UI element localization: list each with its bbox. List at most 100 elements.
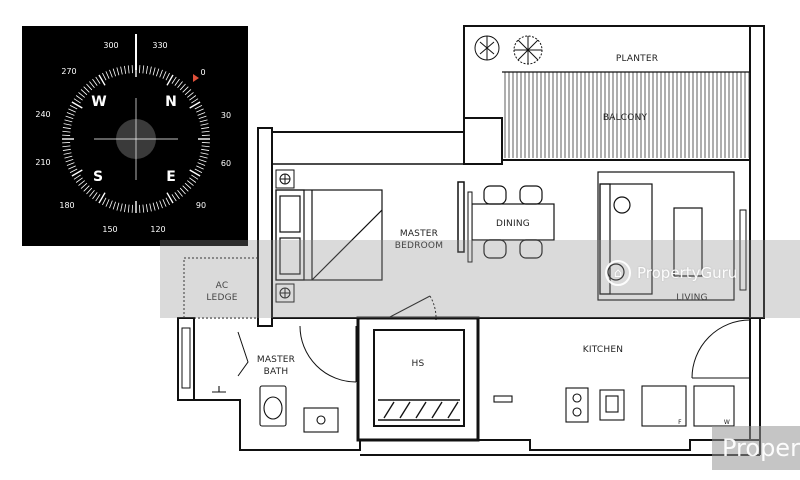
compass-tick bbox=[177, 81, 183, 88]
deg-180: 180 bbox=[59, 201, 74, 210]
compass-tick bbox=[189, 177, 197, 183]
label-dining: DINING bbox=[496, 219, 530, 229]
deg-240: 240 bbox=[35, 110, 50, 119]
compass-tick bbox=[198, 115, 207, 119]
compass-tick bbox=[80, 182, 88, 189]
propertyguru-logo-icon: ⌂ bbox=[605, 260, 631, 286]
compass-tick bbox=[89, 81, 95, 88]
compass-tick bbox=[149, 66, 152, 75]
compass-tick bbox=[196, 165, 204, 170]
compass-tick bbox=[80, 89, 88, 96]
deg-300: 300 bbox=[103, 41, 118, 50]
compass-tick bbox=[109, 200, 113, 209]
compass-degree-labels: 300 330 0 30 60 90 120 150 180 210 240 2… bbox=[35, 41, 231, 234]
label-kitchen: KITCHEN bbox=[583, 345, 623, 355]
compass-tick bbox=[62, 127, 71, 130]
compass-tick bbox=[166, 192, 174, 204]
compass-tick bbox=[89, 190, 95, 197]
label-balcony: BALCONY bbox=[603, 113, 648, 123]
compass-tick bbox=[98, 74, 106, 86]
compass-tick bbox=[112, 68, 116, 77]
watermark-band bbox=[160, 240, 800, 318]
room-labels: PLANTER BALCONY DINING MASTER BEDROOM LI… bbox=[206, 54, 730, 426]
compass-tick bbox=[62, 130, 71, 133]
compass-tick bbox=[142, 65, 145, 74]
compass-tick bbox=[184, 89, 192, 96]
label-master-bath-line2: BATH bbox=[264, 367, 289, 377]
compass-tick bbox=[145, 65, 148, 74]
compass-tick bbox=[124, 204, 127, 213]
compass-tick bbox=[105, 71, 110, 79]
compass-tick bbox=[198, 159, 207, 163]
compass-ticks bbox=[62, 65, 210, 213]
compass-tick bbox=[194, 105, 203, 110]
compass-tick bbox=[64, 119, 73, 123]
watermark: ⌂ PropertyGuru bbox=[605, 260, 737, 286]
compass-tick bbox=[71, 169, 83, 177]
label-fridge-mark: F bbox=[678, 419, 682, 426]
compass-tick bbox=[75, 95, 83, 101]
label-ac-ledge-line2: LEDGE bbox=[206, 293, 237, 303]
deg-120: 120 bbox=[150, 225, 165, 234]
compass-tick bbox=[86, 187, 93, 195]
compass-tick bbox=[189, 101, 201, 109]
label-master-bedroom-line2: BEDROOM bbox=[395, 241, 443, 251]
compass-tick bbox=[189, 95, 197, 101]
compass-tick bbox=[166, 74, 174, 86]
compass-tick bbox=[83, 86, 90, 93]
compass-tick bbox=[102, 72, 107, 81]
compass-tick bbox=[156, 201, 160, 210]
compass-tick bbox=[165, 197, 170, 206]
compass-tick bbox=[92, 78, 98, 86]
deg-150: 150 bbox=[102, 225, 117, 234]
cardinal-e: E bbox=[166, 169, 176, 185]
compass-tick bbox=[66, 112, 75, 116]
deg-0: 0 bbox=[200, 68, 205, 77]
deg-270: 270 bbox=[61, 67, 76, 76]
compass-tick bbox=[62, 148, 71, 151]
compass-tick bbox=[149, 203, 152, 212]
compass-tick bbox=[120, 66, 123, 75]
compass-tick bbox=[78, 180, 85, 186]
balcony-decking bbox=[502, 72, 750, 158]
doors bbox=[237, 295, 751, 383]
cardinal-n: N bbox=[165, 94, 177, 110]
compass-tick bbox=[165, 72, 170, 81]
north-marker-icon bbox=[193, 74, 199, 82]
label-hs: HS bbox=[412, 359, 425, 369]
compass-tick bbox=[201, 148, 210, 151]
label-ac-ledge-line1: AC bbox=[216, 281, 229, 291]
compass-tick bbox=[162, 71, 167, 79]
kitchen-appliances bbox=[493, 385, 735, 427]
watermark-brand: PropertyGuru bbox=[637, 264, 738, 282]
compass-tick bbox=[105, 199, 110, 207]
compass-tick bbox=[179, 187, 186, 195]
compass-tick bbox=[69, 168, 78, 173]
compass-tick bbox=[63, 123, 72, 126]
corner-watermark: Proper bbox=[712, 426, 800, 470]
bath-fixtures bbox=[212, 385, 339, 433]
hs-shelving bbox=[378, 399, 460, 421]
label-master-bedroom-line1: MASTER bbox=[400, 229, 438, 239]
compass-tick bbox=[200, 152, 209, 155]
compass-tick bbox=[69, 105, 78, 110]
compass-tick bbox=[68, 108, 76, 113]
compass-tick bbox=[95, 76, 101, 84]
compass-tick bbox=[92, 192, 98, 200]
compass-tick bbox=[174, 192, 180, 200]
compass-tick bbox=[196, 108, 204, 113]
compass-tick bbox=[197, 162, 206, 166]
compass-tick bbox=[127, 65, 130, 74]
compass-tick bbox=[162, 199, 167, 207]
cardinal-w: W bbox=[91, 94, 106, 110]
compass-tick bbox=[63, 152, 72, 155]
compass-tick bbox=[71, 101, 83, 109]
compass-tick bbox=[116, 202, 120, 211]
label-planter: PLANTER bbox=[616, 54, 658, 64]
compass-tick bbox=[109, 69, 113, 78]
compass-tick bbox=[66, 162, 75, 166]
cardinal-s: S bbox=[93, 169, 103, 185]
deg-30: 30 bbox=[221, 111, 231, 120]
compass-tick bbox=[199, 119, 208, 123]
deg-90: 90 bbox=[196, 201, 206, 210]
